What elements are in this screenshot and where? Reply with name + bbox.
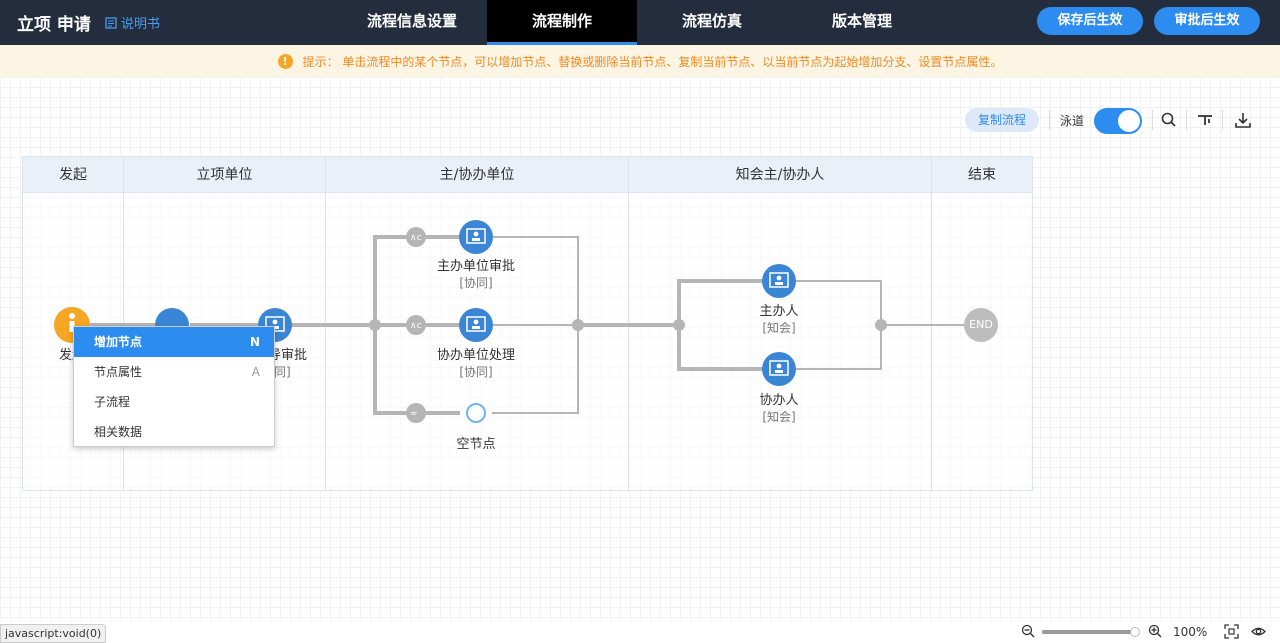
main-person-node-label[interactable]: 主办人 <box>759 304 799 319</box>
context-menu-item-label: 子流程 <box>94 395 131 409</box>
download-icon[interactable] <box>1234 111 1252 129</box>
manual-link[interactable]: 说明书 <box>105 13 160 32</box>
toolbar-divider <box>1186 110 1187 130</box>
empty-node-label[interactable]: 空节点 <box>456 437 496 452</box>
copy-flow-button[interactable]: 复制流程 <box>965 108 1039 132</box>
context-menu-shortcut: A <box>251 365 260 379</box>
context-menu-subprocess[interactable]: 子流程 <box>74 387 274 417</box>
zoom-slider-fill <box>1042 630 1135 634</box>
hint-bar: ! 提示： 单击流程中的某个节点，可以增加节点、替换或删除当前节点、复制当前节点… <box>0 45 1280 77</box>
lane-notify-persons <box>629 193 932 490</box>
search-icon[interactable] <box>1160 111 1178 129</box>
tab-flow-design[interactable]: 流程制作 <box>487 0 637 45</box>
toolbar-divider <box>1222 110 1223 130</box>
zoom-slider-handle[interactable] <box>1130 627 1140 637</box>
app-title: 立项 申请 <box>17 15 91 35</box>
co-person-node-sub: [知会] <box>762 410 796 424</box>
approve-button[interactable]: 审批后生效 <box>1154 7 1260 35</box>
context-menu-item-label: 增加节点 <box>94 335 143 349</box>
context-menu-add-node[interactable]: 增加节点 N <box>74 327 274 357</box>
layout-icon[interactable] <box>1196 111 1214 129</box>
context-menu: 增加节点 N 节点属性 A 子流程 相关数据 <box>73 326 275 447</box>
save-button[interactable]: 保存后生效 <box>1037 7 1143 35</box>
lane-header-main-co-unit: 主/协办单位 <box>326 157 629 193</box>
co-unit-node-label[interactable]: 协办单位处理 <box>436 348 515 363</box>
context-menu-shortcut: N <box>249 335 260 349</box>
lane-header-initiating-unit: 立项单位 <box>124 157 326 193</box>
app-header: 立项 申请 说明书 流程信息设置 流程制作 流程仿真 版本管理 保存后生效 审批… <box>0 0 1280 45</box>
context-menu-node-properties[interactable]: 节点属性 A <box>74 357 274 387</box>
lane-initiating-unit <box>124 193 326 490</box>
main-person-node-sub: [知会] <box>762 321 796 335</box>
zoom-level: 100% <box>1173 625 1208 639</box>
toolbar-divider <box>1049 110 1050 130</box>
toolbar-divider <box>1152 110 1153 130</box>
lane-toggle[interactable] <box>1094 108 1142 134</box>
context-menu-item-label: 相关数据 <box>94 425 143 439</box>
zoom-in-icon[interactable] <box>1148 624 1162 638</box>
status-bar-url: javascript:void(0) <box>0 624 107 643</box>
main-unit-node-label[interactable]: 主办单位审批 <box>436 259 515 274</box>
end-node-label[interactable]: END <box>969 318 993 331</box>
lane-main-co-unit <box>326 193 629 490</box>
info-icon: ! <box>277 53 293 69</box>
main-unit-node-sub: [协同] <box>459 276 493 290</box>
hint-text: 提示： 单击流程中的某个节点，可以增加节点、替换或删除当前节点、复制当前节点、以… <box>302 54 1003 69</box>
document-icon <box>105 16 117 29</box>
unit-approve-node-label: 导审批 <box>268 348 308 363</box>
tab-flow-simulation[interactable]: 流程仿真 <box>681 12 742 30</box>
zoom-out-icon[interactable] <box>1021 624 1035 638</box>
fit-screen-icon[interactable] <box>1224 624 1239 639</box>
lane-header-start: 发起 <box>23 157 124 193</box>
tab-version-management[interactable]: 版本管理 <box>831 12 892 30</box>
main-nav: 流程信息设置 流程制作 流程仿真 版本管理 <box>337 0 937 45</box>
co-person-node-label[interactable]: 协办人 <box>759 393 799 408</box>
zoom-slider[interactable] <box>1042 627 1140 637</box>
tab-flow-info[interactable]: 流程信息设置 <box>366 12 457 30</box>
preview-eye-icon[interactable] <box>1251 624 1266 639</box>
manual-link-label: 说明书 <box>121 17 161 32</box>
lane-header-end: 结束 <box>932 157 1032 193</box>
context-menu-item-label: 节点属性 <box>94 365 143 379</box>
lane-toggle-label: 泳道 <box>1060 114 1085 128</box>
unit-approve-node-sub: 同] <box>274 365 291 379</box>
context-menu-related-data[interactable]: 相关数据 <box>74 417 274 447</box>
co-unit-node-sub: [协同] <box>459 365 493 379</box>
lane-header-notify-persons: 知会主/协办人 <box>629 157 932 193</box>
